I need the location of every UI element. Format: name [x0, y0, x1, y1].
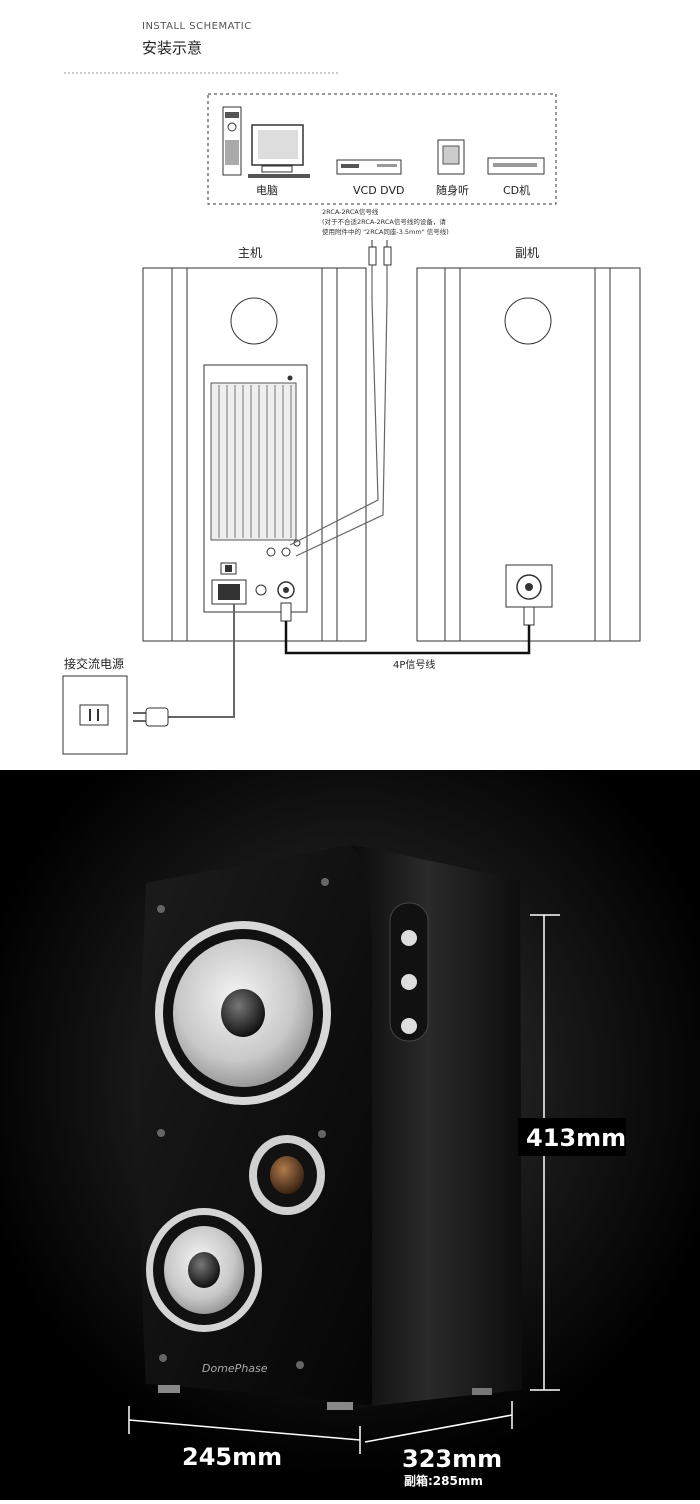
power-cable: [168, 604, 235, 718]
cable-note-line2: (对于不合适2RCA-2RCA信号线的设备，请: [322, 217, 446, 226]
width-dimension-label: 245mm: [182, 1443, 282, 1471]
speaker-photo: [140, 845, 522, 1410]
main-speaker-diagram: [142, 267, 367, 642]
width-dimension-line: [128, 1406, 361, 1454]
power-label: 接交流电源: [64, 656, 124, 671]
cable-note-line3: 使用附件中的 "2RCA同座-3.5mm" 信号线): [322, 227, 449, 236]
product-svg: DomePhase 413mm 245mm 323mm 副箱:: [0, 770, 700, 1500]
height-label-bg: [518, 1118, 626, 1156]
source-label-cd: CD机: [503, 183, 530, 197]
link-cable-label: 4P信号线: [393, 658, 435, 671]
install-schematic: INSTALL SCHEMATIC 安装示意 电脑: [62, 21, 641, 755]
main-speaker-label: 主机: [238, 246, 262, 260]
rca-cable: [289, 265, 388, 557]
computer-icon: [222, 106, 310, 178]
cable-note-line1: 2RCA-2RCA信号线: [322, 207, 379, 216]
sub-speaker-label: 副机: [515, 246, 539, 260]
depth-dimension-line: [364, 1401, 513, 1443]
source-label-dvd: VCD DVD: [353, 184, 404, 197]
source-label-walkman: 随身听: [436, 183, 469, 197]
height-dimension-label: 413mm: [526, 1124, 626, 1152]
header-title-cn: 安装示意: [142, 39, 202, 57]
product-photo-section: DomePhase 413mm 245mm 323mm 副箱:: [0, 770, 700, 1500]
brand-logo-text: DomePhase: [202, 1362, 268, 1375]
sub-depth-label: 副箱:285mm: [404, 1473, 483, 1488]
depth-dimension-label: 323mm: [402, 1445, 502, 1473]
cd-player-icon: [487, 157, 545, 175]
walkman-icon: [437, 139, 465, 175]
wall-outlet-icon: [62, 675, 128, 755]
sources-box: [207, 93, 557, 205]
dvd-player-icon: [336, 159, 402, 175]
schematic-svg: INSTALL SCHEMATIC 安装示意 电脑: [62, 21, 641, 755]
sub-speaker-diagram: [416, 267, 641, 642]
header-subtitle-en: INSTALL SCHEMATIC: [142, 21, 252, 32]
source-label-computer: 电脑: [256, 184, 278, 197]
power-plug-icon: [133, 707, 169, 727]
4p-signal-cable: [280, 602, 535, 655]
rca-plug-icon: [368, 240, 392, 266]
